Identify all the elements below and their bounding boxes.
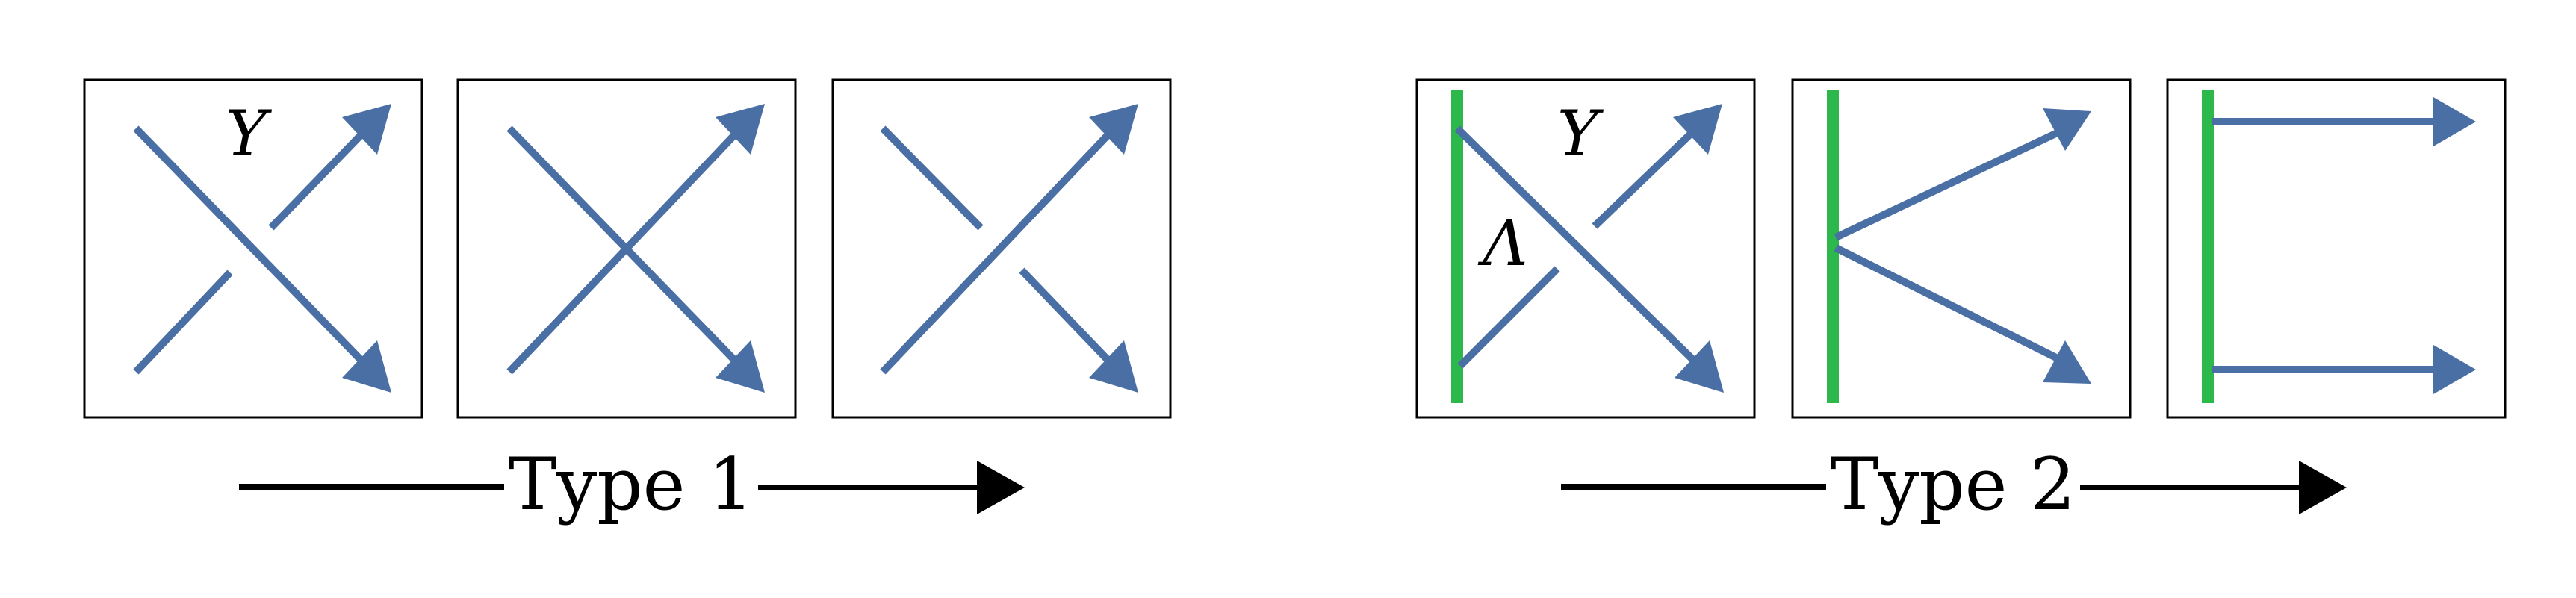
- label-y: Y: [1557, 97, 1604, 170]
- type2-panel-1: Y Λ: [1415, 78, 1756, 419]
- strand-over: [880, 130, 1113, 375]
- strand-b: [506, 130, 739, 375]
- strand-under-upper: [880, 125, 984, 231]
- strand-lower: [1834, 244, 2067, 366]
- strand-under-lower: [1019, 267, 1113, 365]
- type1-arrow: Type 1: [239, 443, 1025, 526]
- type2-label: Type 2: [1831, 443, 2076, 526]
- strand-over: [1454, 125, 1698, 365]
- strand-upper: [1834, 125, 2067, 241]
- strand-under-upper: [268, 130, 366, 231]
- arrowhead: [2043, 340, 2091, 384]
- arrowhead: [716, 340, 765, 393]
- type1-label: Type 1: [509, 443, 754, 526]
- arrowhead: [342, 340, 391, 393]
- arrowhead: [1675, 340, 1724, 393]
- type1-panel-1: Y: [83, 78, 423, 419]
- arrowhead: [1089, 340, 1138, 393]
- strand-a: [506, 125, 739, 365]
- type1-panel-3: [831, 78, 1172, 419]
- type2-arrow: Type 2: [1561, 443, 2347, 526]
- label-lambda: Λ: [1477, 207, 1528, 280]
- arrowhead: [2433, 345, 2476, 394]
- type1-panel-2: [456, 78, 797, 419]
- strand-over: [133, 125, 366, 365]
- type2-panel-2: [1791, 78, 2132, 419]
- arrowhead: [342, 104, 391, 155]
- type2-panel-3: [2166, 78, 2507, 419]
- arrowhead: [716, 104, 765, 155]
- arrowhead: [1673, 104, 1722, 155]
- arrowhead: [2043, 108, 2091, 151]
- label-y: Y: [226, 97, 273, 170]
- strand-under-upper: [1592, 130, 1695, 229]
- strand-under-lower: [1457, 266, 1560, 369]
- strand-under-lower: [133, 270, 233, 375]
- arrowhead: [2433, 97, 2476, 146]
- arrowhead: [1089, 104, 1138, 155]
